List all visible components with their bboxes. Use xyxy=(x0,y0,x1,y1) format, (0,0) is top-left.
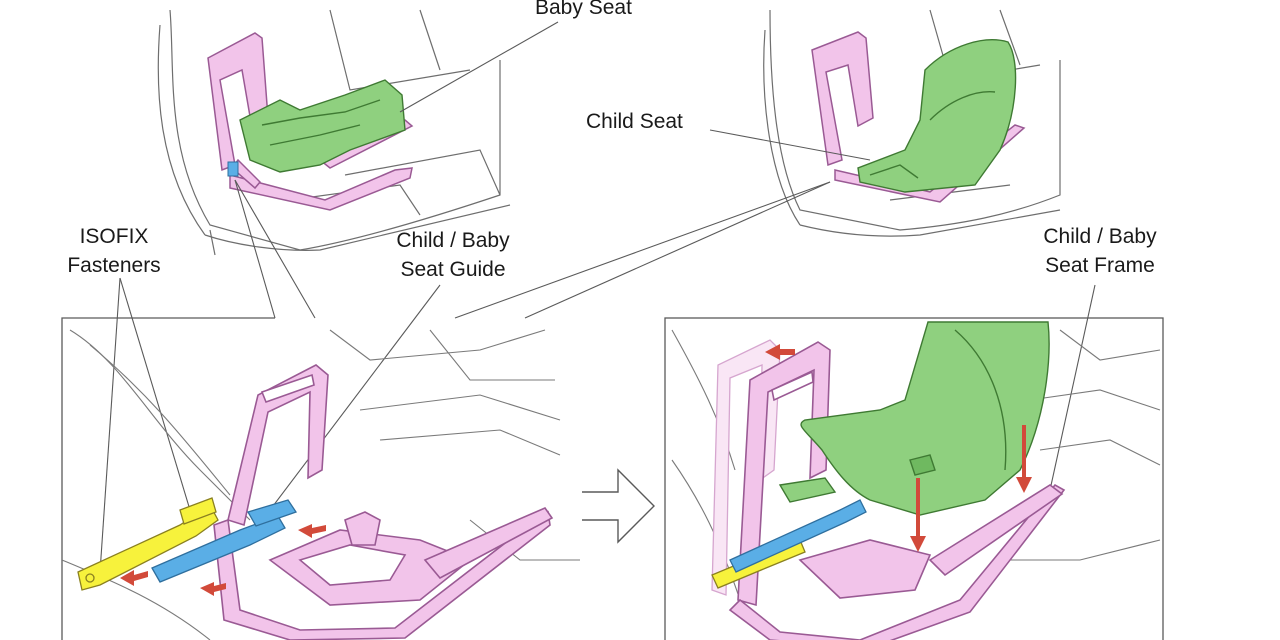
label-child-seat: Child Seat xyxy=(586,110,683,133)
label-baby-seat: Baby Seat xyxy=(535,0,632,19)
label-isofix-line2: Fasteners xyxy=(67,254,161,277)
bottom-left-detail-box xyxy=(61,317,275,640)
label-seat-guide-line2: Seat Guide xyxy=(400,258,506,281)
bottom-left-seat-guides xyxy=(151,499,298,583)
label-seat-frame: Child / Baby Seat Frame xyxy=(1028,222,1172,280)
bottom-left-isofix-fasteners xyxy=(77,497,219,591)
label-isofix-fasteners: ISOFIX Fasteners xyxy=(50,222,178,280)
top-left-isofix-blue-tab xyxy=(227,161,239,177)
bottom-right-child-seat-shell xyxy=(778,321,1050,516)
label-seat-frame-line1: Child / Baby xyxy=(1043,225,1157,248)
bottom-right-detail-box xyxy=(664,317,1164,640)
bottom-left-seat-frame xyxy=(213,364,554,640)
label-seat-guide-line1: Child / Baby xyxy=(396,229,510,252)
top-left-baby-seat-scene xyxy=(157,9,511,256)
bottom-right-seat-background xyxy=(671,329,1161,601)
bottom-left-insert-arrows xyxy=(120,524,326,596)
bottom-right-isofix-parts xyxy=(711,499,867,589)
top-left-baby-seat-shell xyxy=(239,79,406,173)
top-right-child-seat-scene xyxy=(763,9,1061,237)
bottom-right-drop-arrows xyxy=(765,344,1032,552)
label-seat-frame-line2: Seat Frame xyxy=(1045,254,1155,277)
callout-leader-lines xyxy=(99,21,1096,573)
label-isofix-line1: ISOFIX xyxy=(79,225,149,248)
bottom-left-seat-background xyxy=(61,329,580,640)
step-flow-arrow xyxy=(582,468,655,544)
label-seat-guide: Child / Baby Seat Guide xyxy=(382,226,524,284)
bottom-right-seat-frame xyxy=(728,341,1066,640)
top-right-child-seat-shell xyxy=(857,39,1017,193)
